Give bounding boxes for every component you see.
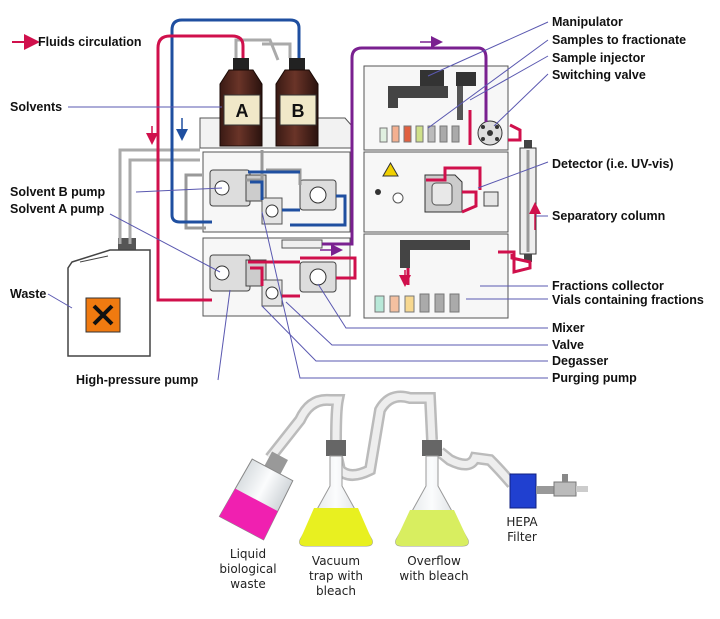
label-switching-valve: Switching valve — [552, 68, 646, 82]
waste-bottle — [218, 451, 294, 541]
label-solvent-a-pump: Solvent A pump — [10, 202, 105, 216]
legend: Fluids circulation — [12, 34, 142, 50]
bottle-a-label: A — [236, 101, 249, 121]
detector-unit — [375, 161, 499, 213]
blue-flow — [170, 18, 347, 227]
waste-container — [67, 238, 151, 357]
diagram-labels: Solvents Solvent B pump Solvent A pump W… — [10, 15, 704, 387]
caption-waste-line-1: Liquid — [230, 547, 266, 561]
fraction-vials — [374, 293, 460, 313]
leader-lines — [47, 21, 549, 381]
sample-vials — [379, 125, 460, 143]
label-separatory-column: Separatory column — [552, 209, 665, 223]
pump-tower — [199, 117, 353, 317]
label-solvent-b-pump: Solvent B pump — [10, 185, 106, 199]
solvent-bottles: A B — [219, 58, 319, 147]
red-flow — [156, 34, 532, 302]
caption-hepa-line-2: Filter — [507, 530, 537, 544]
caption-hepa-line-1: HEPA — [506, 515, 538, 529]
purple-flow — [322, 46, 488, 246]
label-samples-to-fractionate: Samples to fractionate — [552, 33, 686, 47]
label-vials-containing-fractions: Vials containing fractions — [552, 293, 704, 307]
laser-warning-icon — [382, 161, 399, 177]
bottle-a: A — [219, 58, 263, 147]
collector-tower — [363, 65, 509, 319]
overflow-flask — [395, 440, 469, 547]
caption-trap-line-3: bleach — [316, 584, 356, 598]
apparatus-captions: Liquid biological waste Vacuum trap with… — [219, 515, 538, 598]
label-detector: Detector (i.e. UV-vis) — [552, 157, 674, 171]
collector-head — [400, 240, 470, 268]
label-mixer: Mixer — [552, 321, 585, 335]
label-fractions-collector: Fractions collector — [552, 279, 664, 293]
caption-waste-line-3: waste — [230, 577, 266, 591]
label-waste: Waste — [10, 287, 46, 301]
label-degasser: Degasser — [552, 354, 608, 368]
caption-trap-line-2: trap with — [309, 569, 363, 583]
label-sample-injector: Sample injector — [552, 51, 645, 65]
label-high-pressure-pump: High-pressure pump — [76, 373, 199, 387]
caption-overflow-line-1: Overflow — [407, 554, 461, 568]
label-manipulator: Manipulator — [552, 15, 623, 29]
label-solvents: Solvents — [10, 100, 62, 114]
caption-overflow-line-2: with bleach — [399, 569, 468, 583]
label-valve: Valve — [552, 338, 584, 352]
caption-waste-line-2: biological — [219, 562, 276, 576]
bottle-b: B — [275, 58, 319, 147]
manipulator-arm — [388, 70, 476, 120]
vacuum-apparatus: Liquid biological waste Vacuum trap with… — [218, 390, 588, 598]
hepa-filter — [509, 473, 588, 509]
legend-label: Fluids circulation — [38, 35, 142, 49]
vacuum-trap-flask — [299, 440, 373, 547]
switching-valve — [477, 120, 503, 146]
caption-trap-line-1: Vacuum — [312, 554, 360, 568]
label-purging-pump: Purging pump — [552, 371, 637, 385]
bottle-b-label: B — [292, 101, 305, 121]
separatory-column — [519, 140, 537, 262]
